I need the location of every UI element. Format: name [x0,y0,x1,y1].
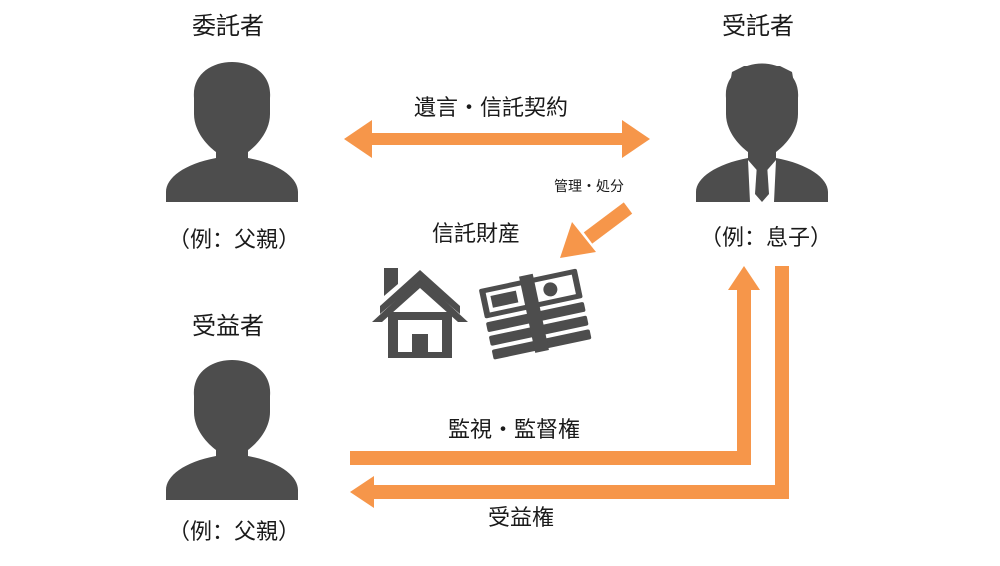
beneficiary-person-icon [166,360,298,500]
settlor-label: 委託者 [192,12,264,40]
management-label: 管理・処分 [554,179,624,195]
trustee-businessman-icon [696,63,828,202]
beneficial-interest-arrow [350,266,789,508]
beneficiary-example: （例：父親） [168,520,301,545]
house-icon [372,268,468,358]
management-arrow [560,202,633,258]
beneficial-interest-label: 受益権 [488,506,555,531]
settlor-example: （例：父親） [168,228,301,253]
contract-double-arrow [344,120,650,158]
settlor-person-icon [166,62,298,202]
contract-label: 遺言・信託契約 [414,96,569,121]
trustee-label: 受託者 [722,12,794,40]
beneficiary-label: 受益者 [192,312,264,340]
banknote-stack-icon [479,268,592,360]
supervision-arrow [350,266,760,465]
trustee-example: （例：息子） [700,226,833,251]
trust-property-label: 信託財産 [432,222,521,247]
supervision-label: 監視・監督権 [448,418,581,443]
